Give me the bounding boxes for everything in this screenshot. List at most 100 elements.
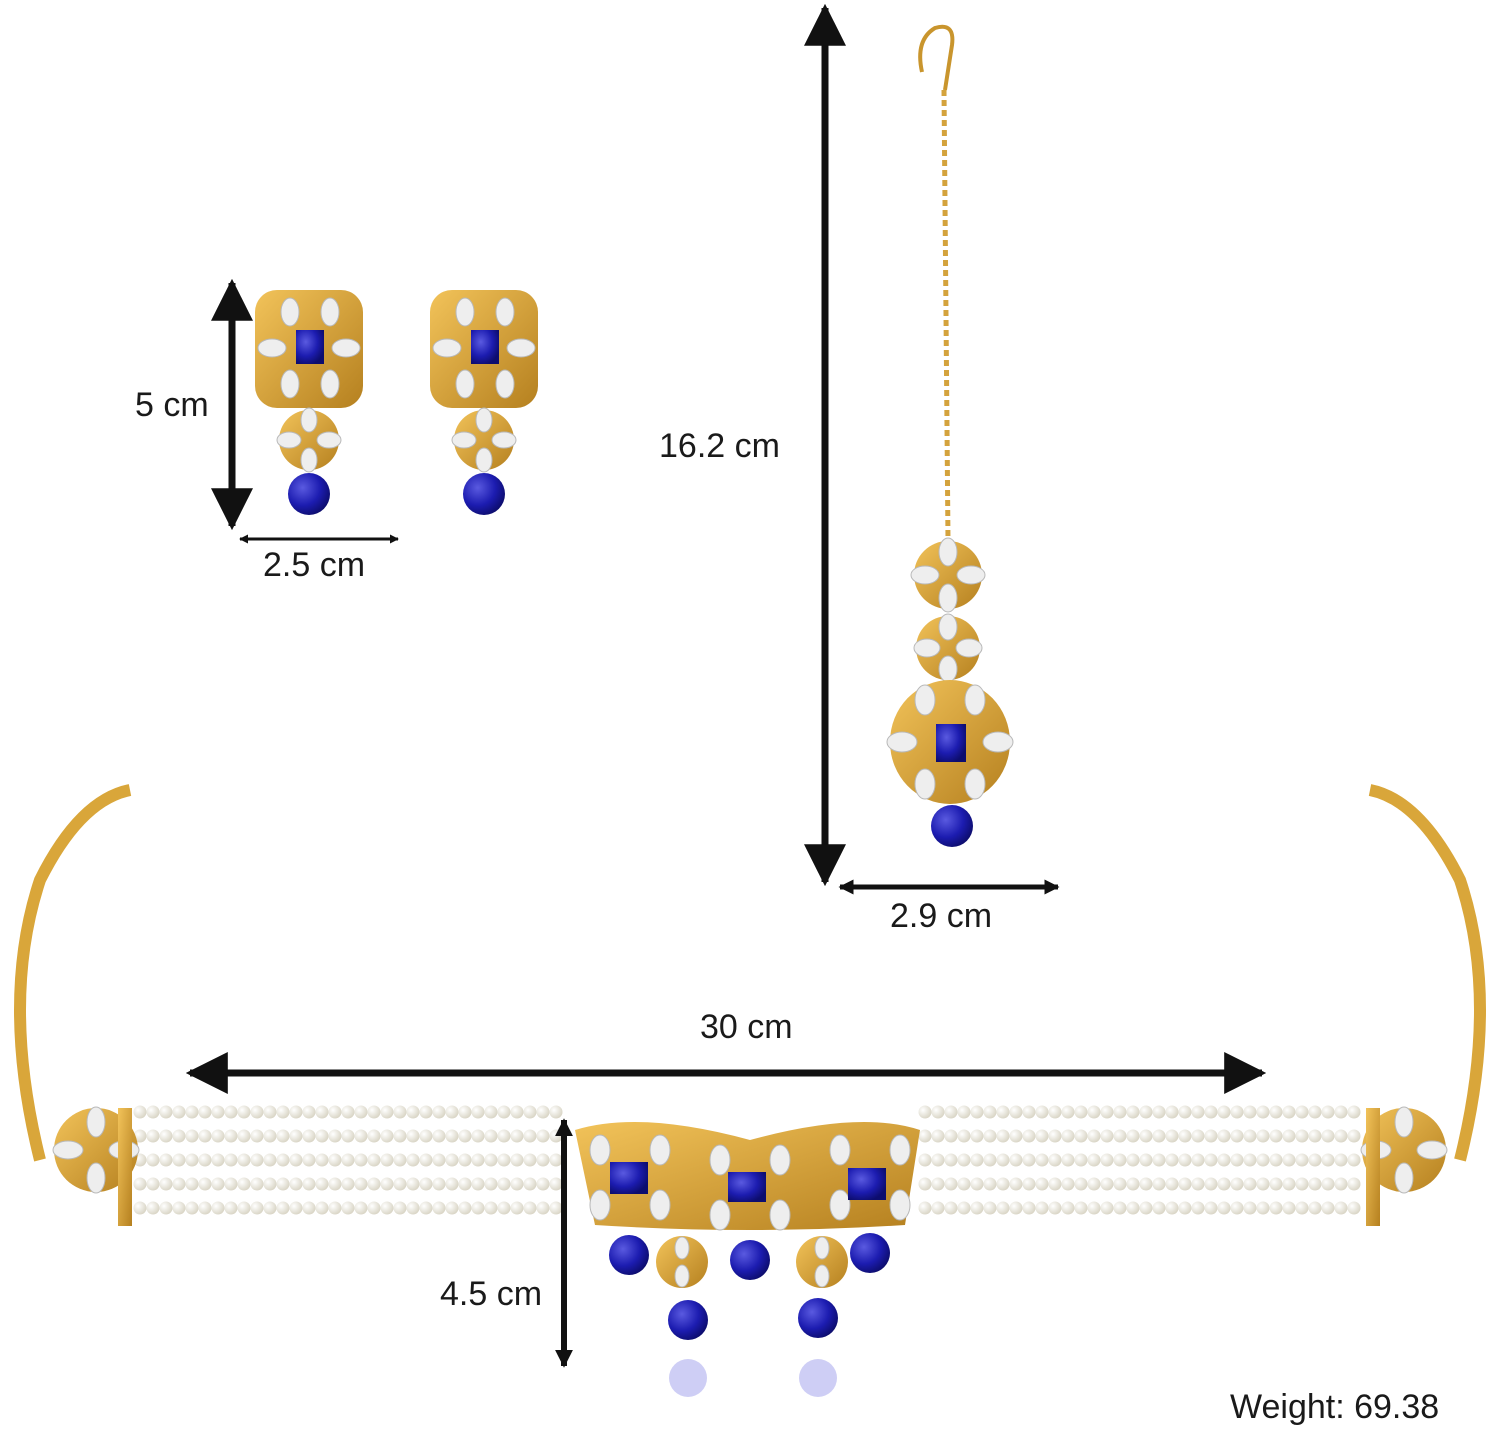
- pearl-bead: [1334, 1105, 1348, 1119]
- pearl-bead: [289, 1201, 303, 1215]
- pearl-bead: [341, 1129, 355, 1143]
- pearl-bead: [1009, 1105, 1023, 1119]
- pearl-bead: [1308, 1177, 1322, 1191]
- pearl-bead: [1256, 1129, 1270, 1143]
- pearl-bead: [983, 1129, 997, 1143]
- pearl-bead: [263, 1177, 277, 1191]
- pearl-bead: [276, 1105, 290, 1119]
- pearl-bead: [1061, 1201, 1075, 1215]
- pearl-bead: [1295, 1129, 1309, 1143]
- pearl-bead: [1178, 1153, 1192, 1167]
- pearl-bead: [523, 1201, 537, 1215]
- pearl-bead: [484, 1105, 498, 1119]
- pearl-bead: [432, 1177, 446, 1191]
- pearl-bead: [1295, 1105, 1309, 1119]
- pearl-bead: [198, 1129, 212, 1143]
- pearl-bead: [1152, 1201, 1166, 1215]
- choker-pendant-height-label: 4.5 cm: [440, 1275, 543, 1313]
- pearl-bead: [983, 1153, 997, 1167]
- pearl-bead: [536, 1177, 550, 1191]
- pearl-bead: [1269, 1105, 1283, 1119]
- pearl-bead: [1100, 1105, 1114, 1119]
- pearl-bead: [996, 1129, 1010, 1143]
- pearl-bead: [970, 1129, 984, 1143]
- pearl-bead: [198, 1105, 212, 1119]
- pearl-bead: [944, 1129, 958, 1143]
- choker-cord-left: [14, 784, 132, 1162]
- pearl-bead: [1048, 1201, 1062, 1215]
- pearl-bead: [172, 1177, 186, 1191]
- pearl-bead: [367, 1105, 381, 1119]
- pearl-bead: [458, 1129, 472, 1143]
- pearl-bead: [549, 1105, 563, 1119]
- pearl-bead: [944, 1105, 958, 1119]
- pearl-bead: [1321, 1105, 1335, 1119]
- pearl-bead: [302, 1177, 316, 1191]
- pearl-bead: [1191, 1129, 1205, 1143]
- pearl-bead: [1048, 1105, 1062, 1119]
- pearl-bead: [1126, 1153, 1140, 1167]
- pearl-bead: [1334, 1177, 1348, 1191]
- pearl-bead: [263, 1201, 277, 1215]
- pearl-bead: [237, 1201, 251, 1215]
- pearl-bead: [146, 1129, 160, 1143]
- pearl-bead: [445, 1129, 459, 1143]
- pearl-bead: [276, 1201, 290, 1215]
- pearl-bead: [328, 1201, 342, 1215]
- pearl-bead: [237, 1105, 251, 1119]
- tikka-width-label: 2.9 cm: [890, 897, 993, 935]
- pearl-bead: [1295, 1177, 1309, 1191]
- pearl-bead: [276, 1177, 290, 1191]
- pearl-bead: [406, 1129, 420, 1143]
- pearl-bead: [1048, 1129, 1062, 1143]
- pearl-bead: [1113, 1201, 1127, 1215]
- pearl-bead: [1243, 1129, 1257, 1143]
- pearl-bead: [315, 1153, 329, 1167]
- pearl-bead: [1295, 1201, 1309, 1215]
- pearl-bead: [432, 1105, 446, 1119]
- pearl-bead: [172, 1153, 186, 1167]
- pearl-bead: [1308, 1105, 1322, 1119]
- pearl-bead: [484, 1129, 498, 1143]
- pearl-bead: [1217, 1201, 1231, 1215]
- pearl-bead: [1035, 1177, 1049, 1191]
- pearl-bead: [1308, 1129, 1322, 1143]
- pearl-bead: [484, 1201, 498, 1215]
- pearl-bead: [1295, 1153, 1309, 1167]
- pearl-bead: [198, 1201, 212, 1215]
- pearl-bead: [1243, 1105, 1257, 1119]
- pearl-bead: [931, 1177, 945, 1191]
- pearl-bead: [302, 1153, 316, 1167]
- pearl-bead: [146, 1153, 160, 1167]
- pearl-bead: [380, 1105, 394, 1119]
- maang-tikka: [886, 24, 1014, 847]
- pearl-bead: [185, 1201, 199, 1215]
- pearl-bead: [224, 1177, 238, 1191]
- pearl-bead: [1061, 1129, 1075, 1143]
- pearl-bead: [1074, 1201, 1088, 1215]
- pearl-bead: [159, 1105, 173, 1119]
- pearl-bead: [406, 1153, 420, 1167]
- pearl-bead: [250, 1105, 264, 1119]
- pearl-bead: [133, 1129, 147, 1143]
- pearl-bead: [328, 1105, 342, 1119]
- pearl-bead: [957, 1201, 971, 1215]
- pearl-bead: [1191, 1201, 1205, 1215]
- pearl-bead: [432, 1153, 446, 1167]
- pearl-bead: [918, 1201, 932, 1215]
- pearl-bead: [315, 1177, 329, 1191]
- pearl-bead: [510, 1129, 524, 1143]
- pearl-bead: [146, 1105, 160, 1119]
- pearl-bead: [1321, 1153, 1335, 1167]
- pearl-bead: [510, 1153, 524, 1167]
- pearl-bead: [1152, 1177, 1166, 1191]
- pearl-bead: [1165, 1153, 1179, 1167]
- pearl-bead: [471, 1129, 485, 1143]
- pearl-bead: [484, 1153, 498, 1167]
- pearl-bead: [393, 1177, 407, 1191]
- pearl-bead: [393, 1201, 407, 1215]
- pearl-bead: [354, 1129, 368, 1143]
- pearl-bead: [1204, 1105, 1218, 1119]
- choker-centerpiece: [575, 1122, 920, 1397]
- pearl-bead: [1022, 1153, 1036, 1167]
